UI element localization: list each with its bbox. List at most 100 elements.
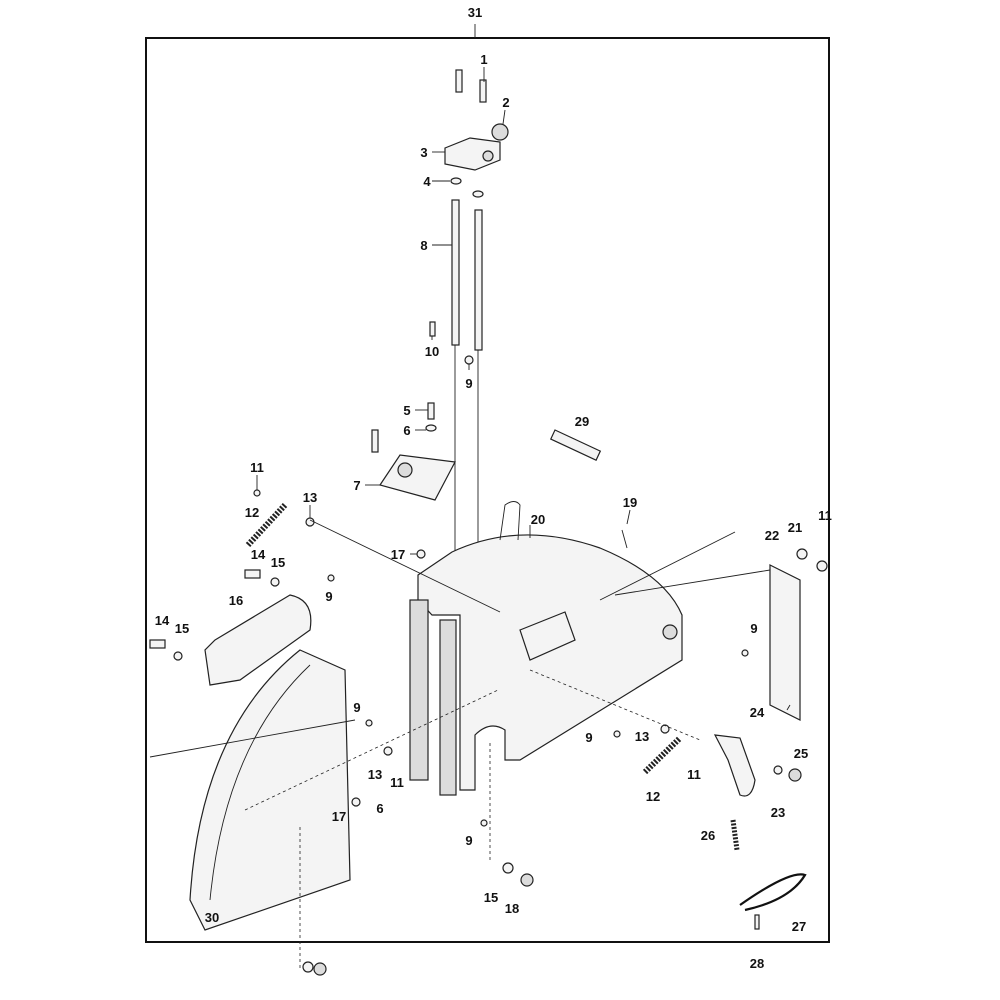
callout-12-a: 12	[245, 505, 259, 520]
upper-rod-assembly	[429, 69, 509, 575]
callout-10: 10	[425, 344, 439, 359]
callout-11-d: 11	[687, 767, 701, 782]
callout-19: 19	[623, 495, 637, 510]
washer-right	[472, 190, 484, 198]
knob	[491, 123, 509, 141]
callout-14-a: 14	[251, 547, 266, 562]
callout-18: 18	[505, 901, 519, 916]
diagram-frame	[145, 37, 830, 943]
washer-13-right	[660, 724, 670, 734]
callout-15-a: 15	[271, 555, 285, 570]
hinge-bolt	[371, 429, 379, 453]
hinge-knuckle	[397, 462, 413, 478]
washer-13-left	[305, 517, 315, 527]
callout-3: 3	[420, 145, 427, 160]
washer-21	[796, 548, 808, 560]
callout-15-c: 15	[484, 890, 498, 905]
main-guard-housing	[409, 501, 683, 796]
callout-28: 28	[750, 956, 764, 971]
lever-24	[713, 734, 756, 797]
rod-right	[474, 209, 483, 351]
callout-25: 25	[794, 746, 808, 761]
callout-6-b: 6	[376, 801, 383, 816]
callout-11-b: 11	[818, 508, 832, 523]
callout-23: 23	[771, 805, 785, 820]
callout-27: 27	[792, 919, 806, 934]
housing-body	[417, 534, 683, 791]
callout-26: 26	[701, 828, 715, 843]
align-lever	[529, 669, 701, 741]
callout-2: 2	[502, 95, 509, 110]
callout-13-a: 13	[303, 490, 317, 505]
callout-13-b: 13	[635, 729, 649, 744]
rod-left	[451, 199, 460, 346]
washer-6-guard	[351, 797, 361, 807]
nut-9-right	[741, 649, 749, 657]
washer-15-b	[173, 651, 183, 661]
callout-9-c: 9	[750, 621, 757, 636]
align-side-plate	[614, 569, 771, 596]
callout-14-b: 14	[155, 613, 170, 628]
guard-shell	[189, 649, 351, 931]
callout-16: 16	[229, 593, 243, 608]
align-guard-left	[149, 719, 356, 758]
washer-21-b	[816, 560, 828, 572]
callout-17-b: 17	[332, 809, 346, 824]
nut-9-bottom	[480, 819, 488, 827]
washer-15-a	[270, 577, 280, 587]
callout-leaders	[256, 67, 791, 711]
knob-25	[788, 768, 802, 782]
screw-28	[754, 914, 760, 930]
hinge-assembly	[371, 402, 456, 501]
long-bolt-29	[549, 429, 602, 461]
washer-left	[450, 177, 462, 185]
callout-9-f: 9	[465, 833, 472, 848]
washer-15-c	[502, 862, 514, 874]
nut-9-center	[613, 730, 621, 738]
callout-22: 22	[765, 528, 779, 543]
callout-7: 7	[353, 478, 360, 493]
align-bolt-29	[599, 531, 736, 601]
cable-27	[739, 873, 807, 912]
callout-1: 1	[480, 52, 487, 67]
callout-17-a: 17	[391, 547, 405, 562]
clamp-block	[444, 137, 501, 171]
callout-15-b: 15	[175, 621, 189, 636]
blade-guard-30	[189, 649, 351, 931]
callout-6-a: 6	[403, 423, 410, 438]
handle-20	[499, 501, 521, 541]
nut-9-left	[327, 574, 335, 582]
screw-11-left	[253, 489, 261, 497]
bolt-14-a	[244, 569, 261, 579]
callout-9-d: 9	[353, 700, 360, 715]
callout-30: 30	[205, 910, 219, 925]
callout-20: 20	[531, 512, 545, 527]
bracket-plate	[519, 611, 576, 661]
center-rail	[439, 619, 457, 796]
washer-23	[773, 765, 783, 775]
callout-8: 8	[420, 238, 427, 253]
washer-bottom	[302, 961, 314, 973]
callout-11-a: 11	[250, 460, 264, 475]
washer-6-top	[425, 424, 437, 432]
callout-labels: 31 1 2 3 4 8 10 9 5 6 29 7 11 13 12 19 2…	[155, 5, 832, 971]
guard-curve	[209, 664, 311, 901]
housing-boss	[662, 624, 678, 640]
callout-4: 4	[423, 174, 431, 189]
callout-11-c: 11	[390, 775, 404, 790]
nut-9-guard	[365, 719, 373, 727]
nut-17-top	[416, 549, 426, 559]
align-spring-left	[309, 519, 501, 613]
wing-screw-19	[621, 529, 628, 549]
callout-9-e: 9	[585, 730, 592, 745]
callout-12-b: 12	[646, 789, 660, 804]
callout-29: 29	[575, 414, 589, 429]
callout-13-c: 13	[368, 767, 382, 782]
washer-13-guard	[383, 746, 393, 756]
pin-right	[479, 79, 487, 103]
align-guard-plate	[244, 689, 499, 811]
bolt-14-b	[149, 639, 166, 649]
spring-12-right	[642, 735, 683, 775]
left-rail	[409, 599, 429, 781]
